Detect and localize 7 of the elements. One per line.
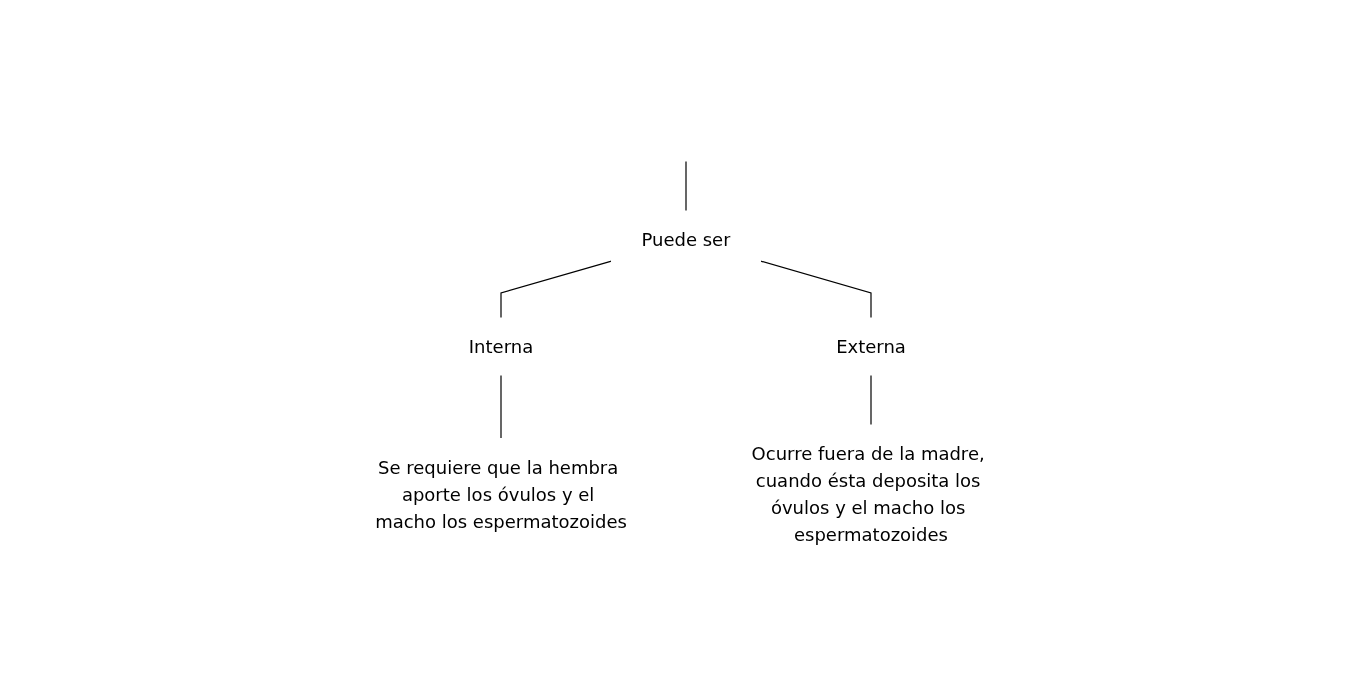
connector [759, 260, 872, 319]
node-text: Puede ser [641, 229, 731, 250]
connector [500, 260, 613, 319]
node-text: Ocurre fuera de la madre, cuando ésta deposita los óvulos y el macho los espermatozoides [751, 443, 985, 545]
node-text: Interna [468, 336, 534, 357]
node-text: Se requiere que la hembra aporte los óvulos y el macho los espermatozoides [375, 456, 627, 532]
node-text: Externa [836, 336, 906, 357]
